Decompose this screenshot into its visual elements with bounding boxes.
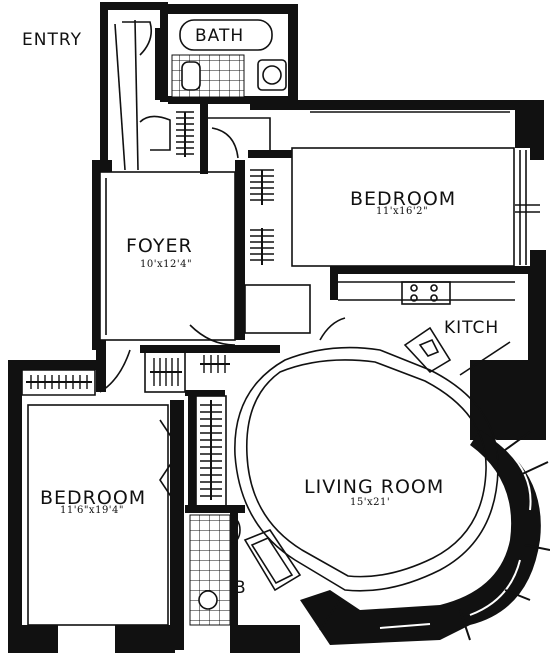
closet-hangers — [26, 111, 274, 500]
living-room-label: LIVING ROOM — [304, 476, 445, 498]
bath2-label: B — [234, 578, 247, 598]
bedroom1-size: 11'x16'2" — [376, 206, 429, 217]
bedroom2-label: BEDROOM — [40, 487, 147, 509]
foyer-label: FOYER — [126, 235, 193, 257]
foyer-size: 10'x12'4" — [140, 259, 193, 270]
bath-label: BATH — [195, 26, 245, 46]
entry-label: ENTRY — [22, 30, 82, 50]
fixtures — [181, 59, 287, 610]
kitchen-label: KITCH — [444, 318, 500, 338]
bedroom2-size: 11'6"x19'4" — [60, 505, 125, 516]
living-room-curved-wall — [300, 430, 541, 645]
walls — [8, 2, 546, 653]
living-room-size: 15'x21' — [350, 497, 391, 508]
window-mullions — [319, 431, 550, 641]
bedroom1-label: BEDROOM — [350, 188, 457, 210]
